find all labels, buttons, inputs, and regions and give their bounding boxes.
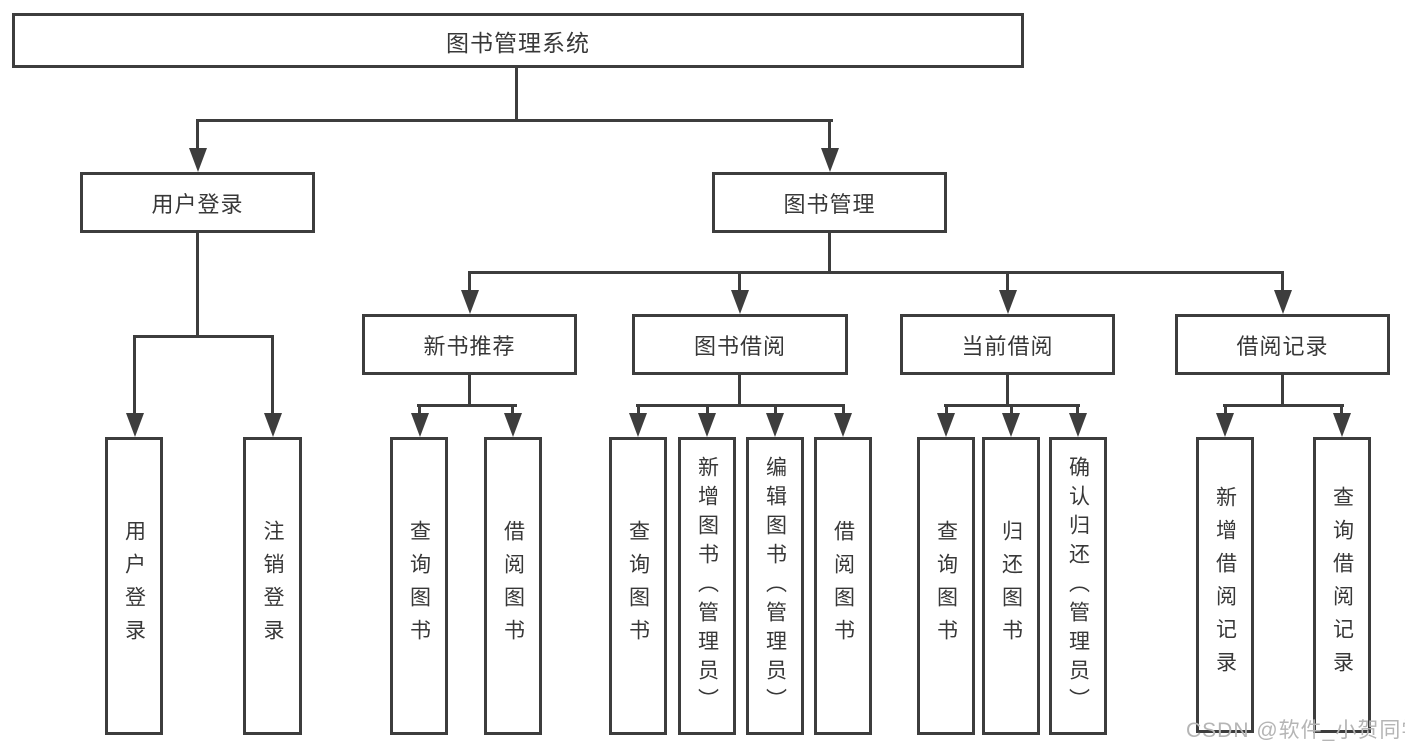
- connector-line: [196, 233, 199, 335]
- arrowhead-down-icon: [937, 413, 955, 437]
- connector-line: [133, 335, 274, 338]
- node-book-management: 图书管理: [712, 172, 947, 233]
- arrowhead-down-icon: [1002, 413, 1020, 437]
- leaf-add-books-admin: 新增图书（管理员）: [678, 437, 736, 735]
- leaf-label: 查询借阅记录: [1330, 486, 1354, 684]
- leaf-label: 注销登录: [261, 520, 284, 652]
- node-user-login: 用户登录: [80, 172, 315, 233]
- node-borrow-records: 借阅记录: [1175, 314, 1390, 375]
- connector-line: [196, 119, 199, 151]
- node-book-borrow-label: 图书借阅: [693, 333, 786, 359]
- node-borrow-records-label: 借阅记录: [1236, 333, 1329, 359]
- connector-line: [196, 119, 833, 122]
- connector-line: [133, 335, 136, 414]
- arrowhead-down-icon: [698, 413, 716, 437]
- arrowhead-down-icon: [461, 290, 479, 314]
- connector-line: [842, 404, 845, 416]
- leaf-borrow-books-recommend: 借阅图书: [484, 437, 542, 735]
- connector-line: [1340, 404, 1343, 416]
- connector-line: [738, 271, 741, 293]
- node-new-book-recommend: 新书推荐: [362, 314, 577, 375]
- node-book-management-label: 图书管理: [783, 191, 876, 217]
- connector-line: [1006, 375, 1009, 406]
- connector-line: [1006, 271, 1009, 293]
- connector-line: [271, 335, 274, 414]
- leaf-add-borrow-record: 新增借阅记录: [1196, 437, 1254, 733]
- arrowhead-down-icon: [126, 413, 144, 437]
- connector-line: [468, 375, 471, 406]
- node-root: 图书管理系统: [12, 13, 1024, 68]
- node-current-borrow-label: 当前借阅: [961, 333, 1054, 359]
- leaf-user-login: 用户登录: [105, 437, 163, 735]
- connector-line: [515, 68, 518, 121]
- arrowhead-down-icon: [411, 413, 429, 437]
- leaf-label: 新增借阅记录: [1213, 486, 1237, 684]
- arrowhead-down-icon: [834, 413, 852, 437]
- leaf-label: 借阅图书: [831, 520, 855, 652]
- arrowhead-down-icon: [1216, 413, 1234, 437]
- node-current-borrow: 当前借阅: [900, 314, 1115, 375]
- arrowhead-down-icon: [1274, 290, 1292, 314]
- arrowhead-down-icon: [264, 413, 282, 437]
- connector-line: [738, 375, 741, 406]
- connector-line: [468, 271, 471, 293]
- connector-line: [774, 404, 777, 416]
- leaf-return-books: 归还图书: [982, 437, 1040, 735]
- arrowhead-down-icon: [999, 290, 1017, 314]
- connector-line: [828, 233, 831, 273]
- leaf-label: 查询图书: [626, 520, 650, 652]
- leaf-label: 查询图书: [407, 520, 431, 652]
- leaf-label: 确认归还（管理员）: [1066, 455, 1090, 717]
- node-book-borrow: 图书借阅: [632, 314, 848, 375]
- arrowhead-down-icon: [629, 413, 647, 437]
- leaf-label: 查询图书: [934, 520, 958, 652]
- connector-line: [636, 404, 845, 407]
- arrowhead-down-icon: [1069, 413, 1087, 437]
- leaf-label: 归还图书: [999, 520, 1023, 652]
- connector-line: [1076, 404, 1079, 416]
- leaf-query-books-current: 查询图书: [917, 437, 975, 735]
- leaf-logout: 注销登录: [243, 437, 302, 735]
- leaf-label: 新增图书（管理员）: [695, 455, 719, 717]
- leaf-label: 借阅图书: [501, 520, 525, 652]
- connector-line: [511, 404, 514, 416]
- leaf-label: 用户登录: [122, 520, 146, 652]
- arrowhead-down-icon: [189, 148, 207, 172]
- connector-line: [417, 404, 517, 407]
- leaf-query-books-recommend: 查询图书: [390, 437, 448, 735]
- connector-line: [1223, 404, 1344, 407]
- connector-line: [1281, 271, 1284, 293]
- leaf-query-books-borrow: 查询图书: [609, 437, 667, 735]
- leaf-label: 编辑图书（管理员）: [763, 455, 787, 717]
- connector-line: [1281, 375, 1284, 406]
- connector-line: [1010, 404, 1013, 416]
- leaf-edit-books-admin: 编辑图书（管理员）: [746, 437, 804, 735]
- connector-line: [418, 404, 421, 416]
- leaf-confirm-return-admin: 确认归还（管理员）: [1049, 437, 1107, 735]
- node-new-book-recommend-label: 新书推荐: [423, 333, 516, 359]
- arrowhead-down-icon: [766, 413, 784, 437]
- connector-line: [1224, 404, 1227, 416]
- connector-line: [468, 271, 1284, 274]
- node-root-label: 图书管理系统: [446, 29, 590, 56]
- connector-line: [828, 119, 831, 151]
- connector-line: [945, 404, 948, 416]
- leaf-borrow-books: 借阅图书: [814, 437, 872, 735]
- connector-line: [706, 404, 709, 416]
- csdn-watermark: CSDN @软件_小贺同学: [1186, 719, 1405, 742]
- arrowhead-down-icon: [731, 290, 749, 314]
- leaf-query-borrow-record: 查询借阅记录: [1313, 437, 1371, 733]
- arrowhead-down-icon: [504, 413, 522, 437]
- arrowhead-down-icon: [821, 148, 839, 172]
- arrowhead-down-icon: [1333, 413, 1351, 437]
- connector-line: [637, 404, 640, 416]
- node-user-login-label: 用户登录: [151, 191, 244, 217]
